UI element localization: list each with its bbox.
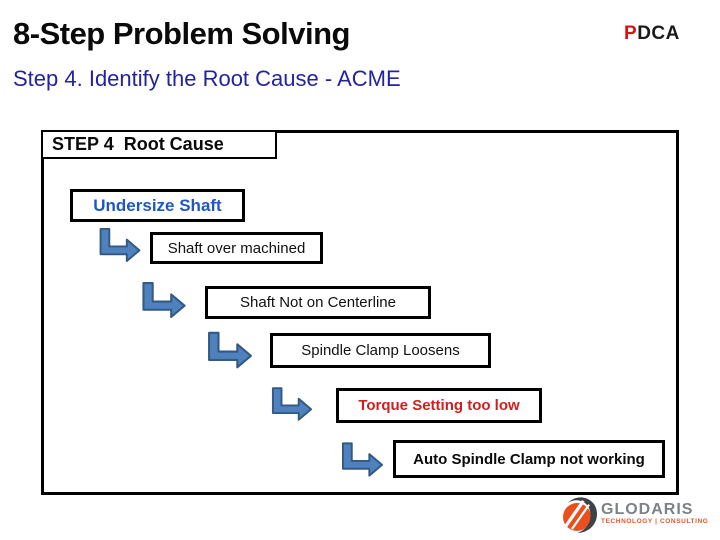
cascade-node-spindle-clamp-loosens: Spindle Clamp Loosens bbox=[270, 333, 491, 368]
cascade-node-shaft-over-machined: Shaft over machined bbox=[150, 232, 323, 264]
logo-name: GLODARIS bbox=[601, 501, 694, 518]
slide-subtitle: Step 4. Identify the Root Cause - ACME bbox=[13, 66, 401, 91]
elbow-arrow-icon bbox=[271, 387, 313, 421]
logo-tagline: TECHNOLOGY | CONSULTING bbox=[601, 518, 709, 525]
elbow-arrow-icon bbox=[341, 442, 384, 477]
glodaris-logo-icon bbox=[563, 497, 597, 533]
glodaris-logo: GLODARIS TECHNOLOGY | CONSULTING bbox=[562, 494, 708, 535]
cascade-node-auto-spindle-clamp-not-working: Auto Spindle Clamp not working bbox=[393, 440, 665, 478]
pdca-label: PDCA bbox=[624, 23, 680, 45]
step4-header-box: STEP 4 Root Cause bbox=[41, 130, 277, 159]
elbow-arrow-icon bbox=[208, 331, 252, 369]
cascade-node-shaft-not-on-centerline: Shaft Not on Centerline bbox=[205, 286, 431, 319]
pdca-p: P bbox=[624, 23, 638, 44]
cascade-node-torque-setting-too-low: Torque Setting too low bbox=[336, 388, 542, 423]
pdca-dca: DCA bbox=[637, 23, 680, 44]
elbow-arrow-icon bbox=[99, 227, 141, 262]
slide-title: 8-Step Problem Solving bbox=[13, 16, 350, 51]
cascade-node-undersize-shaft: Undersize Shaft bbox=[70, 189, 245, 222]
elbow-arrow-icon bbox=[142, 282, 186, 318]
